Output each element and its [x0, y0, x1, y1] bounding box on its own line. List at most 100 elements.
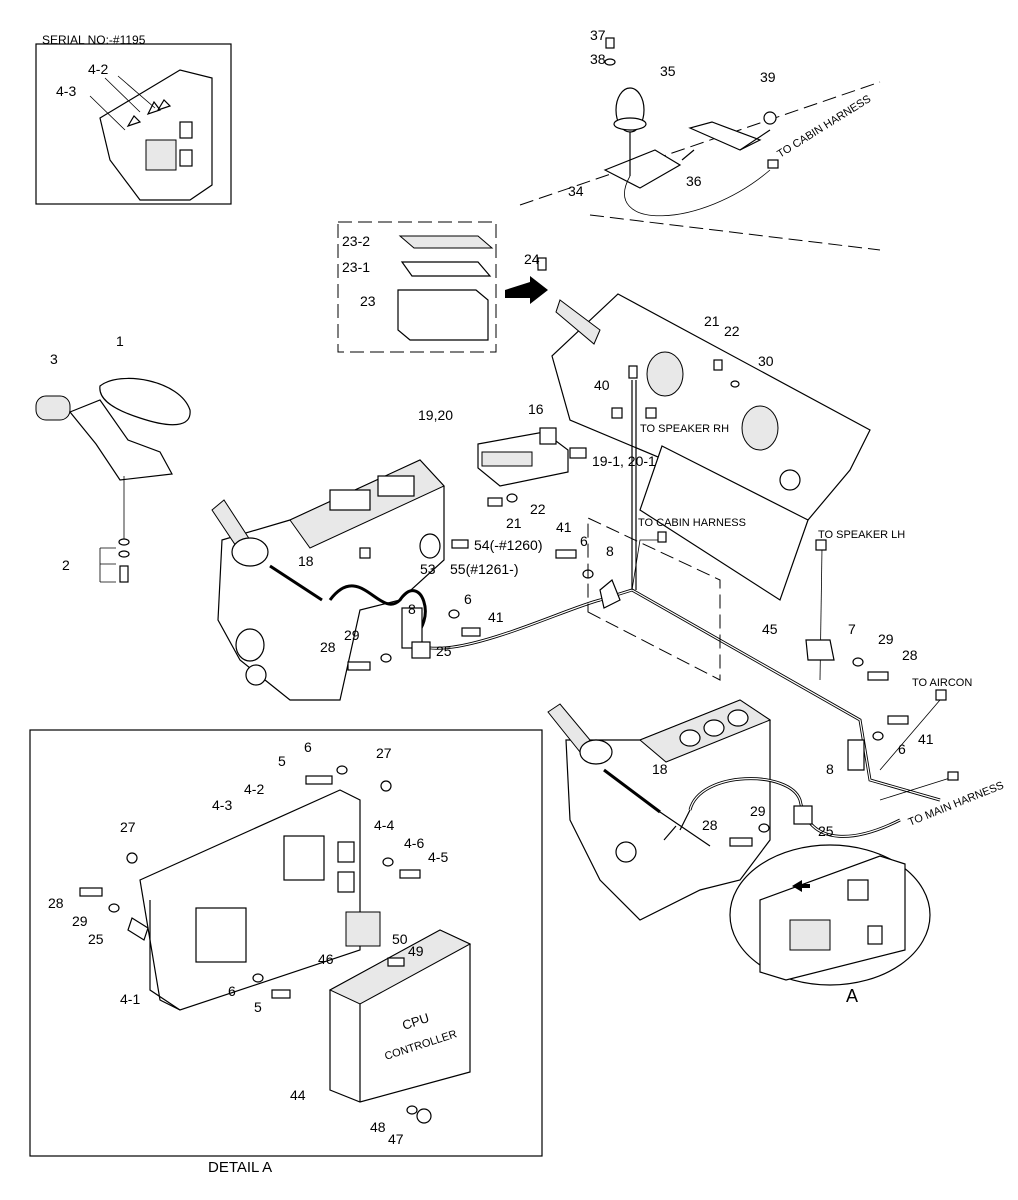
harness-aircon: TO AIRCON	[912, 677, 972, 689]
label-36: 36	[686, 173, 702, 189]
label-22b: 22	[530, 501, 546, 517]
label-29: 29	[344, 627, 360, 643]
label-6c: 6	[898, 741, 906, 757]
speaker-lh	[741, 405, 779, 451]
serial-label: SERIAL NO:-#1195	[42, 33, 146, 47]
label-28c: 28	[702, 817, 718, 833]
label-25: 25	[436, 643, 452, 659]
grommet-39	[763, 111, 777, 125]
armrest-bracket	[69, 399, 173, 481]
washer-22	[730, 380, 740, 388]
roof-assembly: 37 38 35 39 34 36 TO CABIN HARNESS	[519, 27, 881, 251]
view-a-oval	[729, 844, 931, 986]
clamp-8a	[599, 579, 621, 609]
detail-a-frame	[29, 729, 543, 1157]
label-18b: 18	[652, 761, 668, 777]
harness-cabin-mid: TO CABIN HARNESS	[638, 517, 746, 529]
inset-label-4-3: 4-3	[56, 83, 76, 99]
arrow-icon	[505, 276, 548, 304]
label-21: 21	[704, 313, 720, 329]
detail-label-28: 28	[48, 895, 64, 911]
armrest-parts: 1 3 2	[35, 333, 191, 583]
screw-21b	[487, 497, 503, 507]
inset-panel	[145, 139, 177, 171]
detail-label-47: 47	[388, 1131, 404, 1147]
fuse-box-detail: 23-2 23-1 23	[337, 221, 548, 353]
label-35: 35	[660, 63, 676, 79]
clip-7	[805, 639, 835, 661]
detail-label-25: 25	[88, 931, 104, 947]
detail-label-50: 50	[392, 931, 408, 947]
label-28: 28	[320, 639, 336, 655]
harness-speaker-lh: TO SPEAKER LH	[818, 529, 905, 541]
label-54: 54(-#1260)	[474, 537, 543, 553]
detail-label-4-6: 4-6	[404, 835, 424, 851]
label-25b: 25	[818, 823, 834, 839]
detail-label-49: 49	[408, 943, 424, 959]
inset-label-4-2: 4-2	[88, 61, 108, 77]
detail-label-5: 5	[278, 753, 286, 769]
beacon-bracket	[603, 149, 682, 189]
label-18: 18	[298, 553, 314, 569]
detail-a: CPU CONTROLLER 6 5 27 4-2 4-3 4-4 4-6 4-…	[29, 729, 543, 1176]
clip-25b	[793, 805, 813, 825]
screw-21	[713, 359, 723, 371]
label-55: 55(#1261-)	[450, 561, 519, 577]
label-19-20: 19,20	[418, 407, 453, 423]
part-53	[419, 533, 441, 559]
detail-label-4-3: 4-3	[212, 797, 232, 813]
armrest-pad-1	[99, 377, 191, 426]
detail-label-4-1: 4-1	[120, 991, 140, 1007]
detail-label-5b: 5	[254, 999, 262, 1015]
label-8: 8	[606, 543, 614, 559]
detail-label-4-5: 4-5	[428, 849, 448, 865]
inset-bracket	[99, 69, 213, 201]
bolt-37	[605, 37, 615, 49]
label-41b: 41	[488, 609, 504, 625]
label-37: 37	[590, 27, 606, 43]
label-45: 45	[762, 621, 778, 637]
label-6: 6	[580, 533, 588, 549]
label-16: 16	[528, 401, 544, 417]
label-6b: 6	[464, 591, 472, 607]
inset-relay-2	[179, 149, 193, 167]
relay-46	[345, 911, 381, 947]
label-7: 7	[848, 621, 856, 637]
speaker-rh	[646, 351, 684, 397]
harness-cabin-top: TO CABIN HARNESS	[775, 93, 873, 160]
label-41c: 41	[918, 731, 934, 747]
serial-inset: SERIAL NO:-#1195 4-2 4-3	[35, 33, 232, 205]
label-23-1: 23-1	[342, 259, 370, 275]
detail-label-27b: 27	[120, 819, 136, 835]
inset-switches	[126, 99, 172, 128]
fuse-detail-frame	[337, 221, 497, 353]
screw-54-55	[451, 539, 469, 549]
label-22: 22	[724, 323, 740, 339]
view-arrow-icon	[792, 880, 810, 892]
clamp-8c	[847, 739, 865, 771]
detail-label-6b: 6	[228, 983, 236, 999]
label-23: 23	[360, 293, 376, 309]
screw-24	[537, 257, 547, 271]
detail-bracket	[139, 789, 361, 1011]
label-8b: 8	[408, 601, 416, 617]
sleeve-3	[35, 395, 71, 421]
view-a-label: A	[846, 986, 858, 1006]
right-joystick	[547, 703, 591, 753]
detail-caption: DETAIL A	[208, 1159, 272, 1176]
detail-label-4-2: 4-2	[244, 781, 264, 797]
right-console: 18 29 28 25	[547, 699, 901, 921]
detail-label-27: 27	[376, 745, 392, 761]
radio-display	[481, 451, 533, 467]
label-3: 3	[50, 351, 58, 367]
bolt-2	[119, 565, 129, 583]
detail-label-46: 46	[318, 951, 334, 967]
washer-38	[604, 58, 616, 66]
label-29c: 29	[750, 803, 766, 819]
speaker-panel	[639, 445, 809, 601]
inset-relay	[179, 121, 193, 139]
label-29b: 29	[878, 631, 894, 647]
label-40: 40	[594, 377, 610, 393]
label-34: 34	[568, 183, 584, 199]
